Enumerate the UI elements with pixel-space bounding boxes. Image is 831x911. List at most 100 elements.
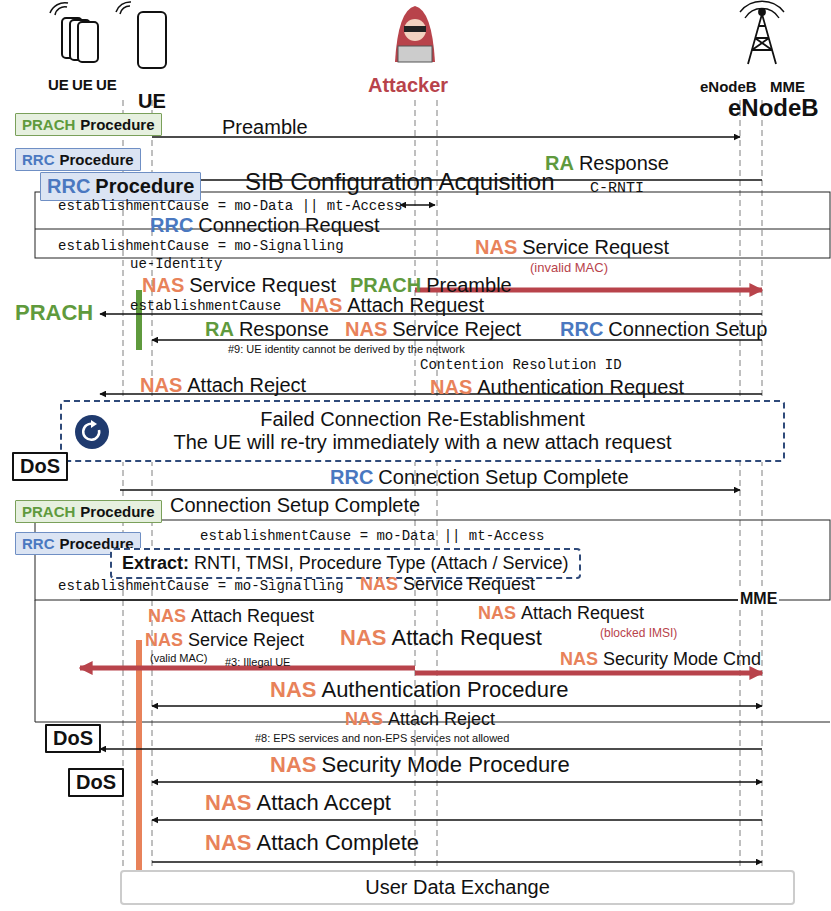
node-text: Procedure: [95, 175, 194, 197]
message-label: #3: Illegal UE: [225, 656, 290, 669]
tower-icon: [740, 1, 784, 64]
node-text: eNodeB: [700, 78, 757, 95]
message-label: #8: EPS services and non-EPS services no…: [255, 732, 509, 745]
message-label: (blocked IMSI): [600, 627, 677, 641]
message-label: PRACH: [350, 274, 421, 297]
actor-box: UE: [96, 76, 117, 93]
retry-icon: [75, 415, 109, 449]
node-text: Procedure: [60, 151, 134, 168]
message-label: Attach Request: [391, 625, 541, 650]
node-text: RRC: [22, 535, 55, 552]
attacker-icon: [395, 6, 435, 62]
node-text: DoS: [76, 771, 116, 793]
prach-box: PRACH Procedure: [15, 113, 162, 136]
node-text: Procedure: [80, 116, 154, 133]
node-text: UE: [96, 76, 117, 93]
message-label: NAS: [270, 677, 316, 702]
user-box: User Data Exchange: [120, 870, 795, 905]
message-label: NAS: [205, 790, 251, 815]
node-text: RRC: [47, 175, 90, 197]
message-label: Service Reject: [188, 630, 304, 651]
node-text: RNTI, TMSI, Procedure Type (Attach / Ser…: [194, 553, 568, 573]
message-label: NAS: [148, 606, 186, 627]
node-text: MME: [740, 590, 777, 607]
node-text: UE: [138, 90, 166, 112]
message-arrow: [80, 599, 762, 601]
message-label: NAS: [205, 830, 251, 855]
actor-box: Attacker: [368, 74, 448, 97]
dos-box: DoS: [45, 724, 101, 753]
message-label: NAS: [270, 752, 316, 777]
node-text: UE: [48, 76, 69, 93]
node-text: RRC: [22, 151, 55, 168]
message-label: Attach Complete: [256, 830, 419, 855]
message-arrow: [415, 671, 762, 676]
actor-box: UE: [48, 76, 69, 93]
message-label: NAS: [345, 318, 387, 341]
orange-bar: [136, 640, 142, 890]
message-arrow: [152, 781, 762, 783]
dos-box: DoS: [68, 768, 124, 797]
message-label: Preamble: [222, 116, 308, 139]
message-label: Response: [579, 152, 669, 175]
node-text: Extract:: [122, 553, 189, 573]
mme-box: MME: [738, 590, 779, 608]
prach-box: PRACHProcedure: [15, 500, 162, 523]
actor-box: eNodeB: [700, 78, 757, 95]
message-label: Authentication Procedure: [321, 677, 568, 702]
message-label: NAS: [142, 274, 184, 297]
message-arrow: [152, 705, 762, 707]
message-label: NAS: [475, 236, 517, 259]
dos-box: DoS: [12, 452, 68, 481]
message-label: NAS: [345, 709, 383, 730]
message-label: Attach Reject: [388, 709, 495, 730]
field-text: Contention Resolution ID: [420, 357, 622, 373]
node-text: DoS: [53, 727, 93, 749]
message-label: NAS: [560, 649, 598, 670]
message-label: Service Reject: [392, 318, 521, 341]
message-label: (invalid MAC): [530, 261, 608, 276]
actor-box: MME: [770, 78, 805, 95]
message-label: RRC: [560, 318, 603, 341]
message-label: Authentication Request: [477, 376, 684, 399]
node-text: MME: [770, 78, 805, 95]
message-label: RRC: [150, 214, 193, 237]
rrc-box: RRCProcedure: [40, 172, 201, 201]
message-label: (valid MAC): [150, 652, 207, 665]
field-text: establishmentCause = mo-Data || mt-Acces…: [58, 198, 402, 214]
message-label: NAS: [478, 603, 516, 624]
message-arrow: [100, 748, 762, 750]
node-text: UE: [72, 76, 93, 93]
rrc-box: RRC Procedure: [15, 148, 141, 171]
node-text: User Data Exchange: [365, 876, 550, 898]
message-label: Connection Setup Complete: [378, 466, 628, 489]
message-label: Attach Request: [521, 603, 644, 624]
message-label: PRACH: [15, 300, 93, 325]
node-text: Attacker: [368, 74, 448, 96]
node-text: DoS: [20, 455, 60, 477]
field-text: establishmentCause = mo-Signalling: [58, 578, 344, 594]
actor-box: UE: [138, 90, 166, 113]
failed-box: Failed Connection Re-EstablishmentThe UE…: [60, 400, 785, 462]
node-text: PRACH: [22, 116, 75, 133]
message-label: Connection Setup: [608, 318, 767, 341]
actor-box: UE: [72, 76, 93, 93]
field-text: establishmentCause: [130, 298, 281, 314]
field-text: C-RNTI: [590, 180, 644, 197]
message-label: NAS: [140, 374, 182, 397]
message-label: Attach Request: [191, 606, 314, 627]
message-label: Attach Request: [347, 294, 484, 317]
message-arrow: [400, 204, 435, 206]
message-label: Attach Reject: [187, 374, 306, 397]
message-label: RA: [205, 318, 234, 341]
message-arrow: [152, 819, 762, 821]
message-label: Connection Request: [198, 214, 379, 237]
message-label: Response: [239, 318, 329, 341]
message-arrow: [120, 489, 740, 491]
phone-icons: [50, 2, 166, 68]
node-text: Failed Connection Re-Establishment: [72, 408, 773, 431]
field-text: ue-Identity: [130, 256, 222, 272]
message-label: Attach Accept: [256, 790, 391, 815]
message-label: RRC: [330, 466, 373, 489]
message-label: Security Mode Procedure: [321, 752, 569, 777]
